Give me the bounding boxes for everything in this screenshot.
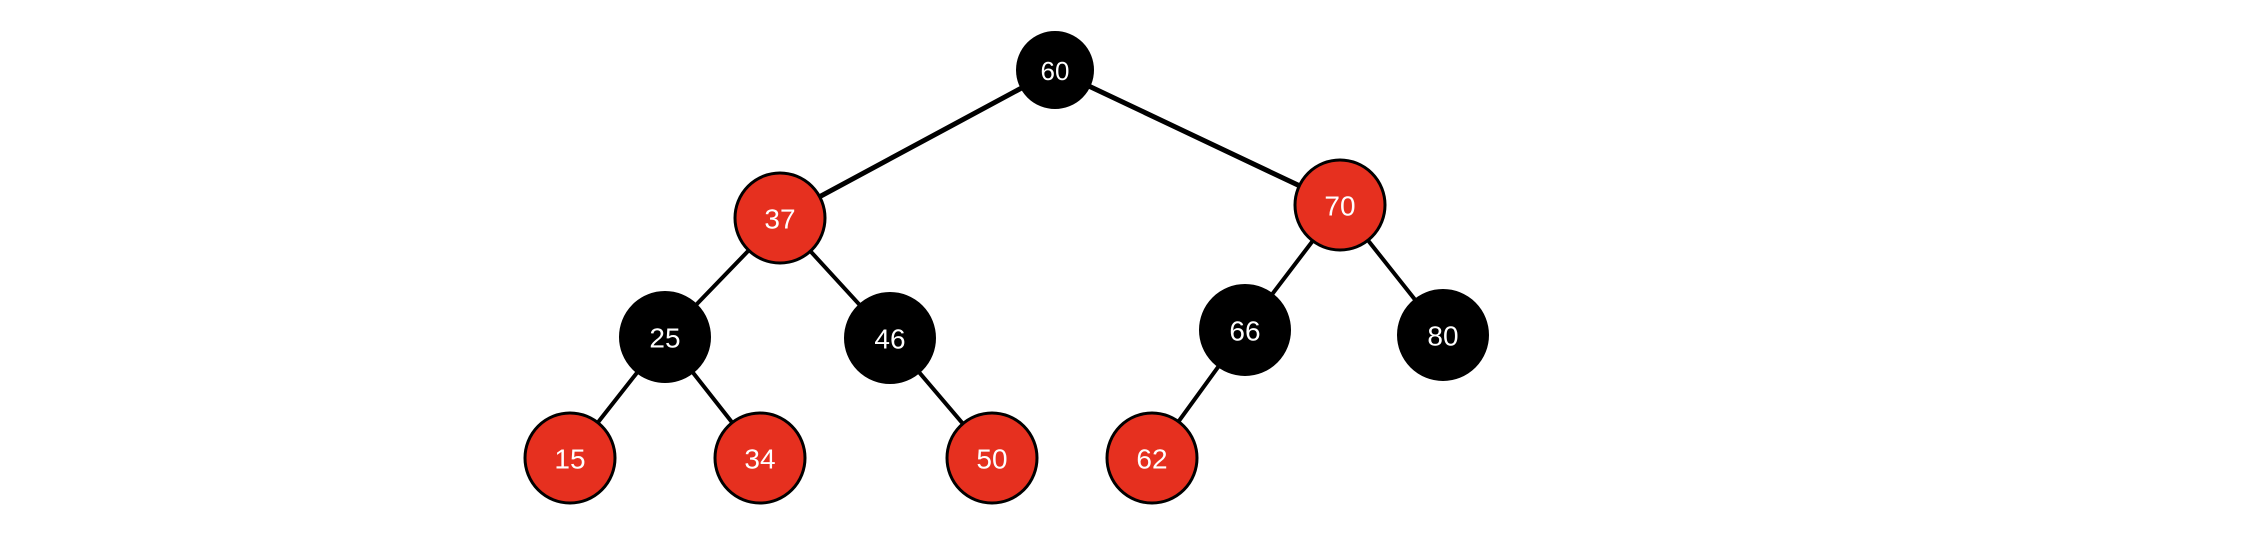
node-circle-25[interactable] xyxy=(619,291,711,383)
tree-edge xyxy=(916,369,966,427)
tree-node-25[interactable]: 25 xyxy=(619,291,711,383)
tree-node-50[interactable]: 50 xyxy=(945,411,1039,505)
tree-edge xyxy=(816,85,1025,200)
node-circle-50[interactable] xyxy=(945,411,1039,505)
tree-edge xyxy=(690,369,735,426)
tree-node-60[interactable]: 60 xyxy=(1016,31,1094,109)
tree-edge xyxy=(1269,238,1316,297)
node-circle-37[interactable] xyxy=(733,171,827,265)
tree-edge xyxy=(693,247,752,308)
tree-node-66[interactable]: 66 xyxy=(1199,284,1291,376)
node-circle-34[interactable] xyxy=(713,411,807,505)
tree-node-37[interactable]: 37 xyxy=(733,171,827,265)
node-circle-66[interactable] xyxy=(1199,284,1291,376)
edge-layer xyxy=(595,83,1418,427)
tree-edge xyxy=(1365,237,1418,303)
node-circle-70[interactable] xyxy=(1293,158,1387,252)
tree-node-34[interactable]: 34 xyxy=(713,411,807,505)
tree-node-80[interactable]: 80 xyxy=(1397,289,1489,381)
tree-node-15[interactable]: 15 xyxy=(523,411,617,505)
tree-edge xyxy=(807,248,863,308)
tree-node-62[interactable]: 62 xyxy=(1105,411,1199,505)
node-circle-80[interactable] xyxy=(1397,289,1489,381)
tree-edge xyxy=(1085,83,1303,189)
tree-node-70[interactable]: 70 xyxy=(1293,158,1387,252)
node-layer: 60 37 70 25 46 66 80 15 34 50 62 xyxy=(523,31,1489,505)
node-circle-15[interactable] xyxy=(523,411,617,505)
node-circle-60[interactable] xyxy=(1016,31,1094,109)
tree-edge xyxy=(1175,363,1222,425)
tree-edge xyxy=(595,369,640,426)
tree-node-46[interactable]: 46 xyxy=(844,292,936,384)
node-circle-62[interactable] xyxy=(1105,411,1199,505)
node-circle-46[interactable] xyxy=(844,292,936,384)
